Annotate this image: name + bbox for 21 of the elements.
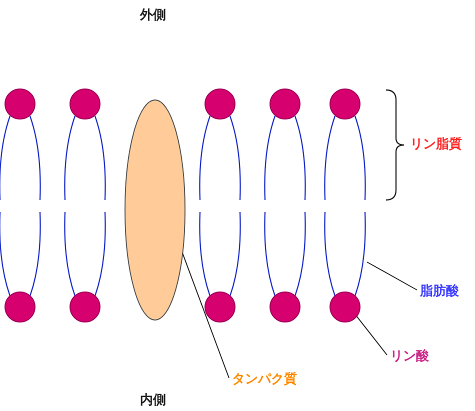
leader-line: [366, 262, 418, 290]
phosphate-head: [204, 292, 236, 322]
phosphate-head: [204, 88, 236, 120]
phosphate-head: [4, 88, 36, 120]
label-text: 脂肪酸: [420, 284, 459, 300]
leader-line: [182, 252, 230, 378]
phosphate-head: [4, 292, 36, 322]
label-text: タンパク質: [232, 372, 297, 388]
phosphate-head: [330, 88, 360, 120]
label-text: リン酸: [390, 349, 429, 365]
fatty-acid-tail: [324, 115, 366, 297]
phosphate-head: [330, 292, 360, 322]
label-text: 内側: [140, 393, 166, 409]
protein-ellipse: [124, 100, 186, 320]
phosphate-head: [70, 292, 100, 322]
phosphate-head: [70, 88, 100, 120]
leader-line: [356, 316, 388, 356]
phosphate-head: [270, 292, 300, 322]
label-text: リン脂質: [410, 137, 462, 153]
phosphate-head: [270, 88, 300, 120]
label-text: 外側: [140, 8, 166, 24]
